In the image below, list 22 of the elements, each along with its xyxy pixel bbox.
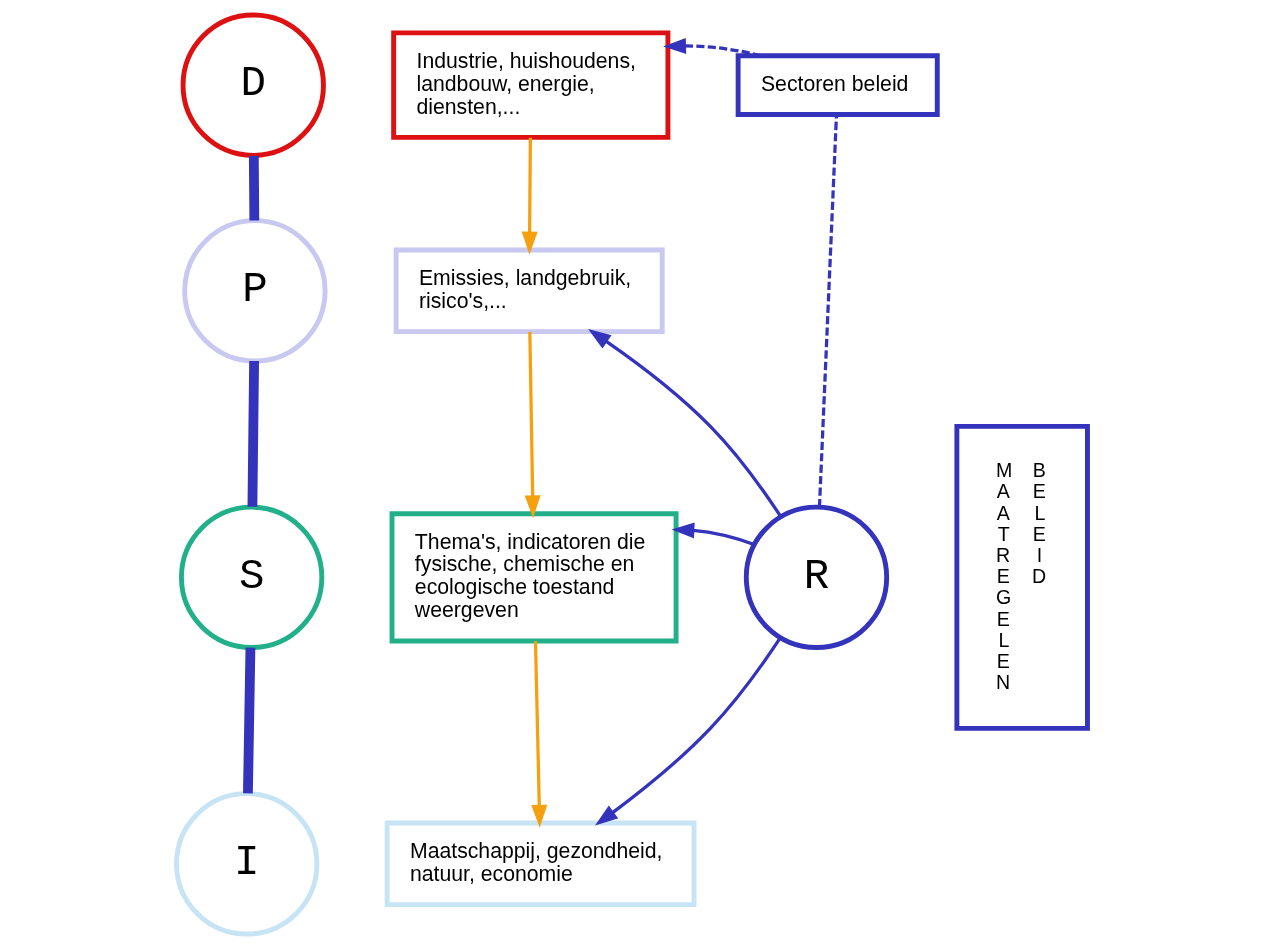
connector [242, 647, 255, 794]
arrow [662, 37, 761, 58]
arrow [587, 328, 782, 518]
connector [248, 155, 259, 221]
arrow [524, 331, 541, 519]
node-box: Maatschappij, gezondheid, natuur, economie [384, 820, 696, 908]
node-circle: S [178, 504, 324, 650]
node-box: Sectoren beleid [735, 53, 940, 117]
node-box: Thema's, indicatoren die fysische, chemische en ecologische toestand weergeven [389, 511, 679, 644]
node-box: Industrie, huishoudens, landbouw, energie, diensten,... [390, 30, 670, 140]
arrow [521, 137, 538, 255]
connector [247, 360, 259, 507]
node-box: Emissies, landgebruik, risico's,... [393, 247, 665, 335]
node-circle: I [173, 791, 319, 937]
arrow [670, 522, 755, 546]
connector [817, 115, 838, 507]
node-circle: P [181, 218, 328, 364]
arrow [594, 637, 782, 826]
node-circle: R [743, 504, 889, 650]
arrow [530, 641, 547, 828]
node-circle: D [180, 12, 326, 158]
node-box: MAATREGELEN BELEID [953, 423, 1090, 731]
